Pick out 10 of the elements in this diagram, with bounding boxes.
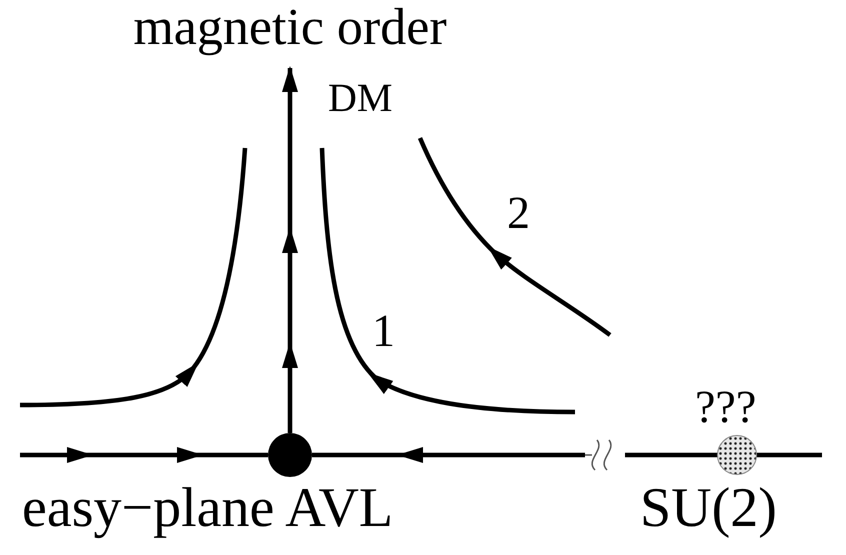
coupling-label: DM [328, 78, 392, 118]
fixed-point-dot [268, 433, 312, 477]
fixed-point-label: easy−plane AVL [22, 480, 394, 536]
fixed-point-label: SU(2) [640, 480, 777, 536]
fixed-point-dotted-circle [717, 435, 757, 475]
curve-number: 2 [507, 190, 530, 236]
axis-label: magnetic order [132, 2, 448, 54]
fixed-point-label: ??? [695, 384, 756, 430]
flow-arrow [282, 66, 298, 433]
curve-number: 1 [372, 308, 395, 354]
